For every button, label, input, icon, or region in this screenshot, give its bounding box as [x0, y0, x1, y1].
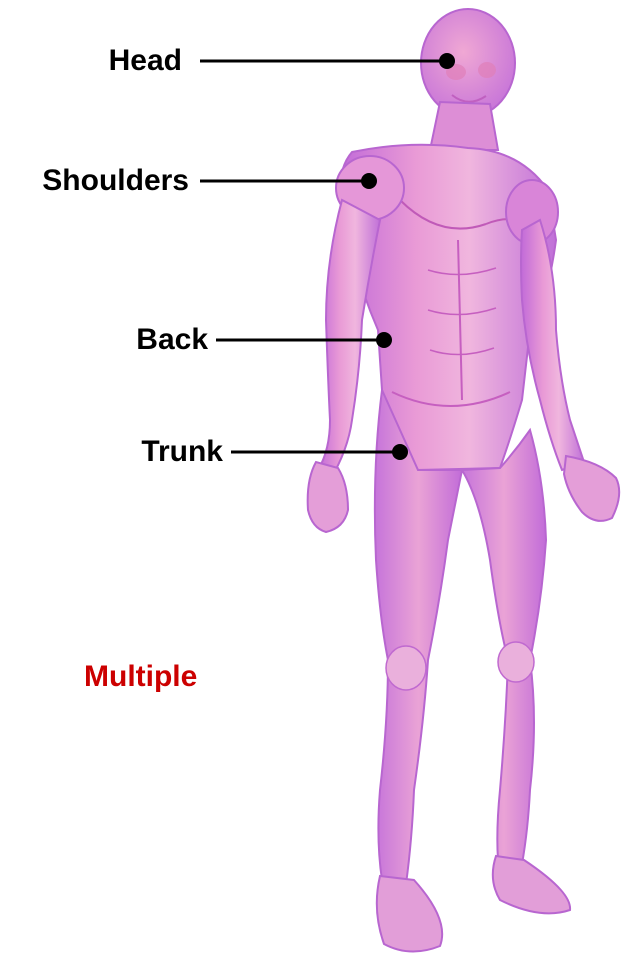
- multiple-label[interactable]: Multiple: [84, 662, 197, 692]
- shoulders-label[interactable]: Shoulders: [42, 166, 189, 196]
- back-label[interactable]: Back: [136, 325, 208, 355]
- trunk-label[interactable]: Trunk: [141, 437, 223, 467]
- back-leader: [216, 332, 392, 348]
- head-region[interactable]: [421, 9, 515, 117]
- trunk-dot-icon: [392, 444, 408, 460]
- shoulders-dot-icon: [361, 173, 377, 189]
- head-leader: [200, 53, 455, 69]
- back-dot-icon: [376, 332, 392, 348]
- head-label[interactable]: Head: [109, 46, 182, 76]
- head-dot-icon: [439, 53, 455, 69]
